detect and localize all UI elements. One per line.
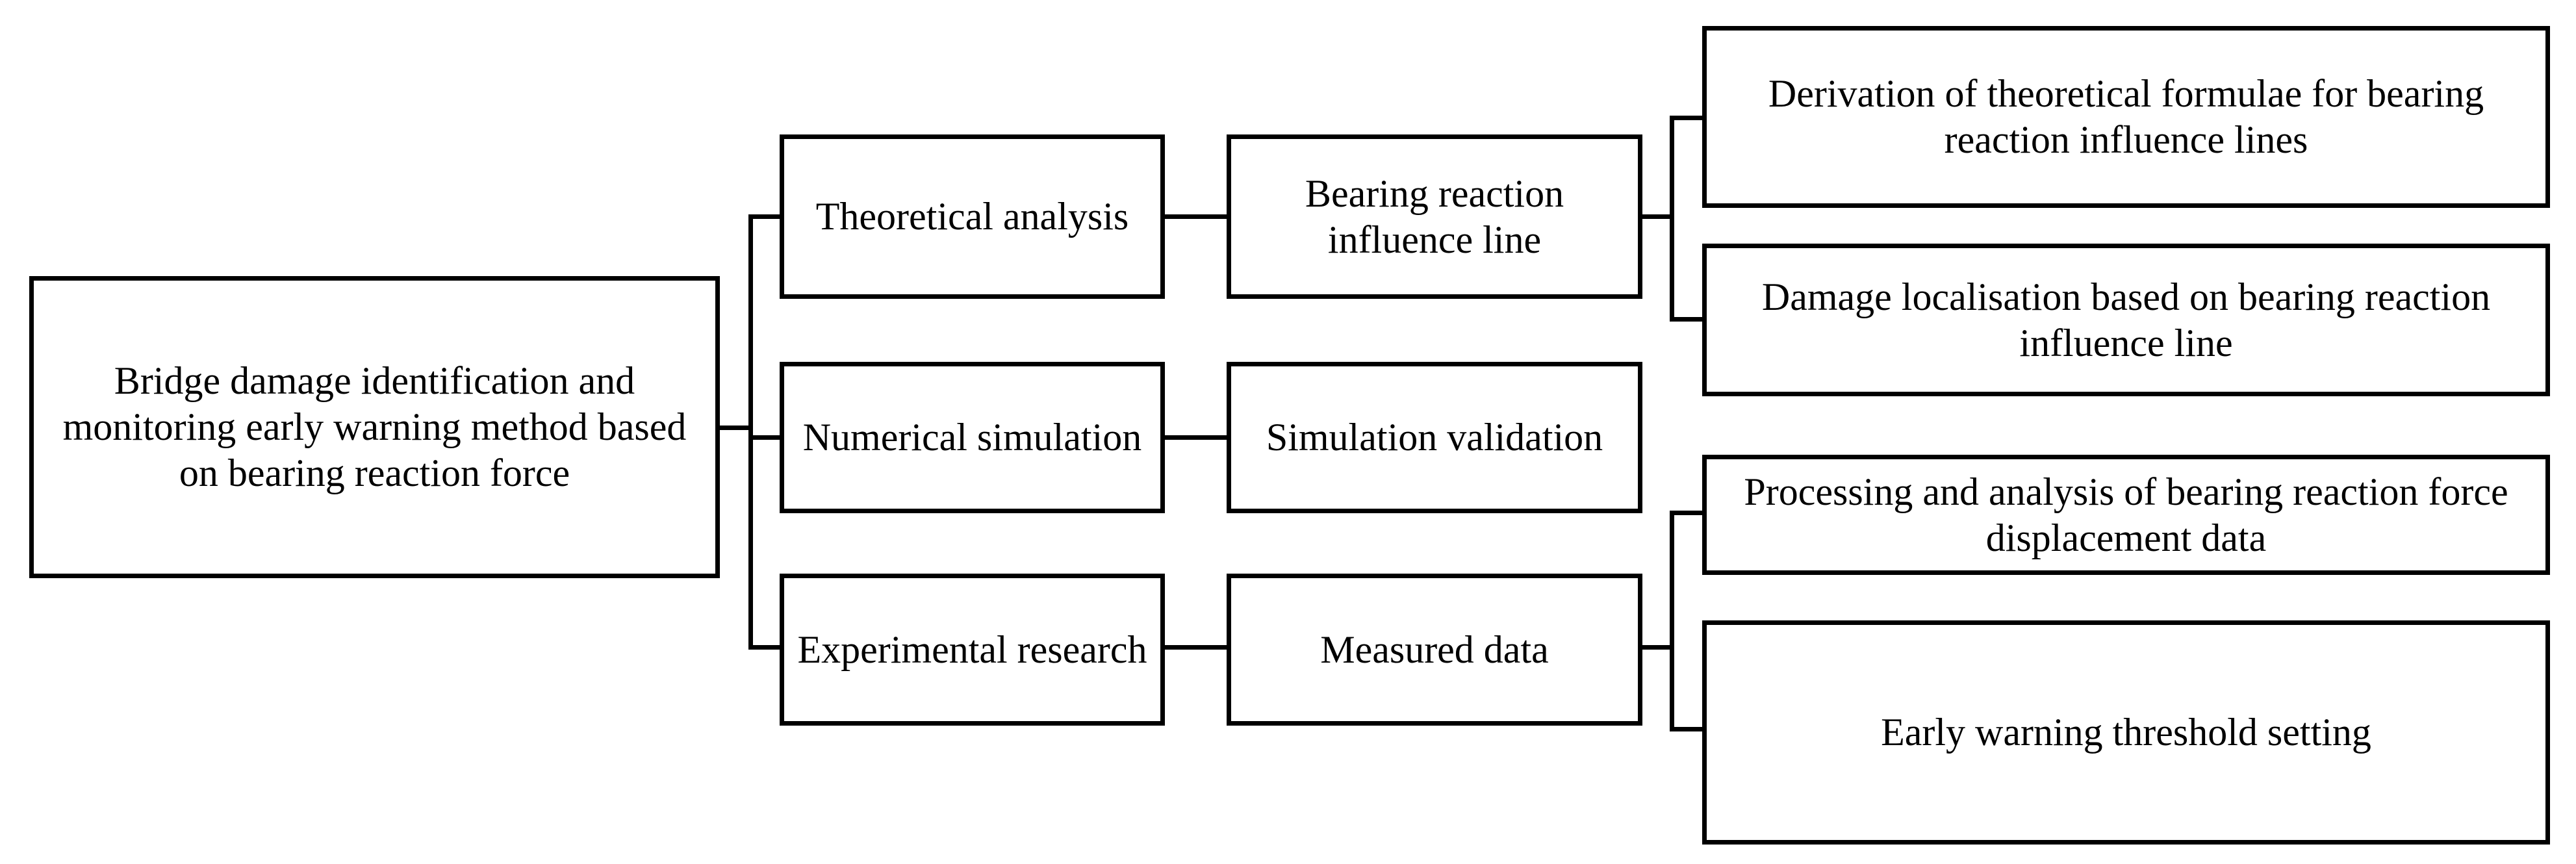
connector-root-to-theoretical-analysis [748, 214, 782, 219]
node-simulation-validation-label: Simulation validation [1266, 416, 1603, 459]
node-derivation-of-theoretical-formulae[interactable]: Derivation of theoretical formulae for b… [1702, 26, 2550, 208]
node-processing-and-analysis-label: Processing and analysis of bearing react… [1744, 470, 2508, 559]
node-numerical-simulation-label: Numerical simulation [802, 416, 1142, 459]
node-bearing-reaction-influence-line[interactable]: Bearing reaction influence line [1227, 134, 1642, 299]
node-simulation-validation[interactable]: Simulation validation [1227, 362, 1642, 513]
node-measured-data[interactable]: Measured data [1227, 574, 1642, 726]
connector-theoretical-analysis-to-bearing-reaction-influence-line [1163, 214, 1228, 219]
connector-to-derivation-of-theoretical-formulae [1670, 116, 1705, 120]
node-bearing-reaction-influence-line-label: Bearing reaction influence line [1305, 172, 1564, 261]
connector-upper-bracket-trunk [1670, 116, 1674, 322]
connector-root-to-numerical-simulation [748, 435, 782, 440]
node-derivation-of-theoretical-formulae-label: Derivation of theoretical formulae for b… [1768, 72, 2484, 161]
node-theoretical-analysis-label: Theoretical analysis [815, 195, 1129, 238]
connector-lower-bracket-trunk [1670, 511, 1674, 731]
connector-root-trunk [748, 214, 753, 650]
connector-measured-data-stub [1640, 645, 1673, 650]
node-numerical-simulation[interactable]: Numerical simulation [780, 362, 1165, 513]
node-theoretical-analysis[interactable]: Theoretical analysis [780, 134, 1165, 299]
connector-to-early-warning-threshold [1670, 727, 1705, 731]
node-experimental-research-label: Experimental research [797, 628, 1147, 671]
node-damage-localisation-label: Damage localisation based on bearing rea… [1761, 275, 2491, 364]
connector-experimental-research-to-measured-data [1163, 645, 1228, 650]
connector-bearing-reaction-stub [1640, 214, 1673, 219]
connector-root-to-experimental-research [748, 645, 782, 650]
node-damage-localisation[interactable]: Damage localisation based on bearing rea… [1702, 244, 2550, 396]
node-root[interactable]: Bridge damage identification and monitor… [29, 276, 720, 578]
connector-numerical-simulation-to-simulation-validation [1163, 435, 1228, 440]
node-measured-data-label: Measured data [1320, 628, 1549, 671]
connector-to-damage-localisation [1670, 317, 1705, 322]
node-processing-and-analysis[interactable]: Processing and analysis of bearing react… [1702, 455, 2550, 575]
connector-to-processing-and-analysis [1670, 511, 1705, 515]
node-root-label: Bridge damage identification and monitor… [62, 359, 687, 494]
node-experimental-research[interactable]: Experimental research [780, 574, 1165, 726]
node-early-warning-threshold-label: Early warning threshold setting [1881, 711, 2371, 754]
connector-root-stub [720, 426, 752, 430]
node-early-warning-threshold[interactable]: Early warning threshold setting [1702, 620, 2550, 845]
